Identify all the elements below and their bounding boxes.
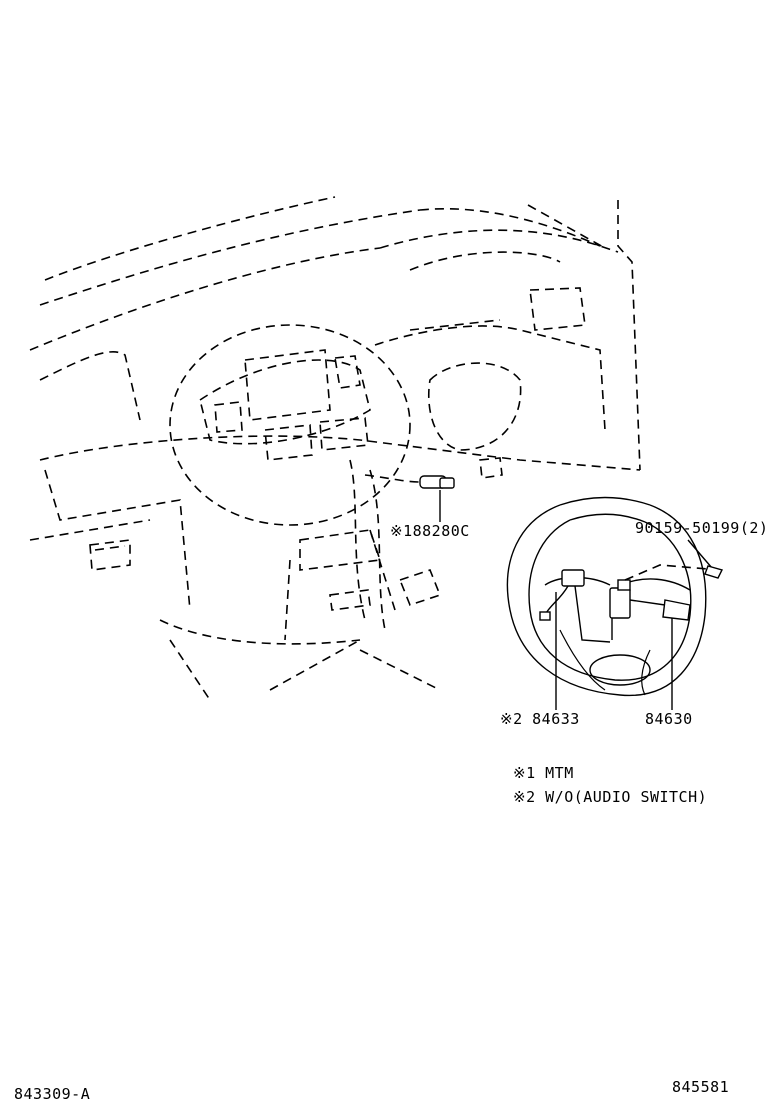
switch-188280c	[364, 474, 455, 522]
wheel-switches	[539, 564, 721, 643]
passenger-dash	[374, 251, 606, 479]
screw-90159	[687, 539, 724, 579]
label-90159-50199: 90159-50199(2)	[635, 519, 768, 537]
leader-lines	[555, 592, 673, 710]
label-188280c: ※188280C	[390, 522, 470, 540]
dashboard-outline	[29, 196, 641, 701]
note-2-audio-switch: ※2 W/O(AUDIO SWITCH)	[513, 788, 708, 806]
label-84633: ※2 84633	[500, 710, 580, 728]
footer-left-code: 843309-A	[14, 1085, 91, 1103]
note-1-mtm: ※1 MTM	[513, 764, 574, 782]
label-84630: 84630	[645, 710, 693, 728]
center-console	[169, 324, 442, 641]
steering-wheel	[506, 496, 707, 697]
footer-right-code: 845581	[672, 1078, 730, 1096]
